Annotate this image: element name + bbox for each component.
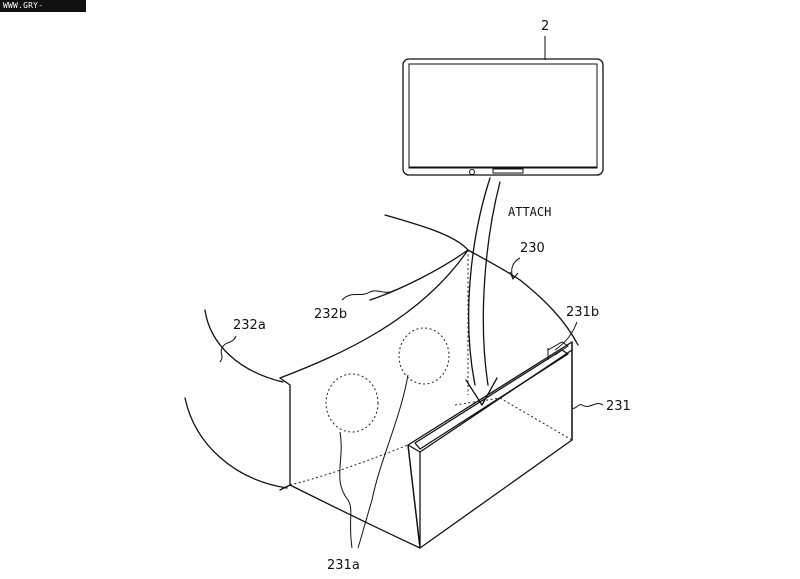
device-screen xyxy=(402,58,604,176)
left-strap-leader xyxy=(219,335,237,363)
lens-leader-right xyxy=(357,374,409,549)
slot-label: 231b xyxy=(566,305,599,320)
top-strap-label: 232b xyxy=(314,307,347,322)
slot-opening xyxy=(414,341,569,450)
slot-leader xyxy=(554,321,578,351)
goggles-label: 230 xyxy=(520,241,545,256)
attach-label: ATTACH xyxy=(508,205,551,219)
top-strap xyxy=(369,214,579,346)
body-leader xyxy=(571,403,604,409)
left-strap-label: 232a xyxy=(233,318,266,333)
device-label: 2 xyxy=(541,19,549,34)
goggles-leader xyxy=(511,257,521,279)
main-body-box xyxy=(407,341,573,549)
attach-arrow xyxy=(465,177,501,406)
left-lens xyxy=(325,373,379,433)
body-label: 231 xyxy=(606,399,631,414)
watermark-text: WWW.GRY-ONLINE.PL xyxy=(0,0,86,22)
right-lens xyxy=(398,327,450,385)
lenses-label: 231a xyxy=(327,558,360,573)
goggle-face xyxy=(279,249,469,549)
top-strap-leader xyxy=(341,289,396,301)
left-strap xyxy=(184,309,288,489)
lens-leader-left xyxy=(339,431,353,549)
